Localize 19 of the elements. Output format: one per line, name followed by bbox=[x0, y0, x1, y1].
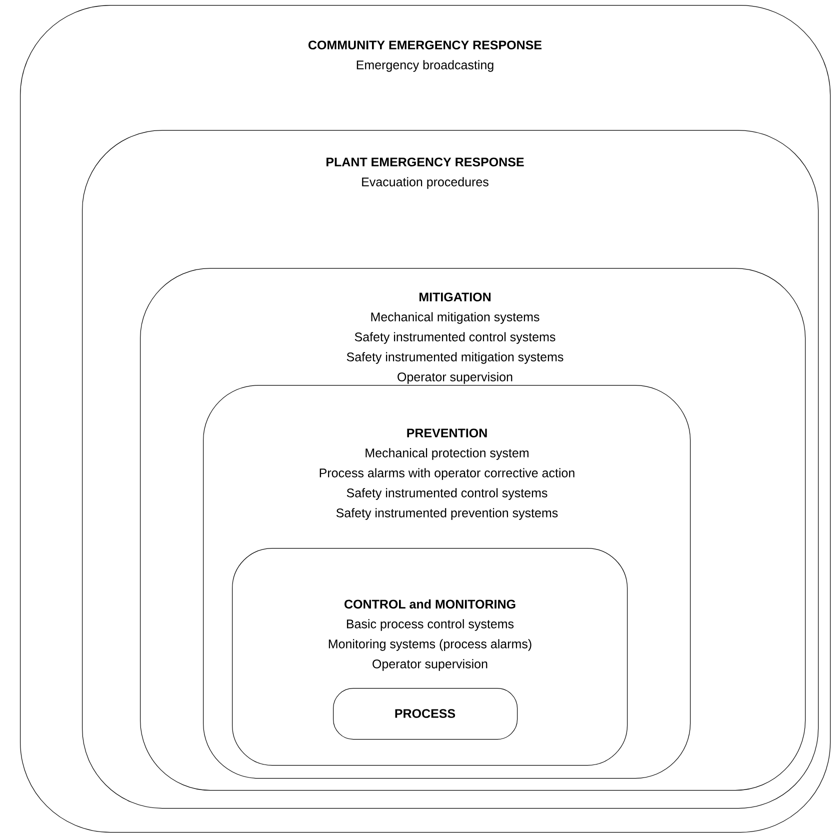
layer-item: Basic process control systems bbox=[346, 619, 514, 631]
layer-item: Mechanical mitigation systems bbox=[371, 312, 540, 324]
layer-item: Safety instrumented control systems bbox=[354, 332, 556, 344]
layer-heading: PLANT EMERGENCY RESPONSE bbox=[326, 158, 524, 166]
layer-item: Process alarms with operator corrective action bbox=[320, 468, 574, 480]
layer-heading: COMMUNITY EMERGENCY RESPONSE bbox=[308, 40, 542, 50]
layer-heading: MITIGATION bbox=[420, 292, 491, 302]
layer-heading: PREVENTION bbox=[407, 428, 487, 438]
layer-item: Safety instrumented prevention systems bbox=[336, 508, 558, 520]
layer-item: Safety instrumented mitigation systems bbox=[346, 352, 564, 364]
layer-item: Evacuation procedures bbox=[362, 177, 488, 189]
layer-item: Operator supervision bbox=[398, 372, 512, 384]
layer-item: Monitoring systems (process alarms) bbox=[328, 639, 532, 651]
layer-item: Operator supervision bbox=[372, 659, 488, 671]
layer-item: Safety instrumented control systems bbox=[346, 488, 548, 500]
layer-heading: CONTROL and MONITORING bbox=[344, 599, 516, 609]
layer-item: Mechanical protection system bbox=[366, 448, 528, 460]
layer-item: Emergency broadcasting bbox=[356, 60, 494, 72]
layer-heading: PROCESS bbox=[395, 709, 456, 718]
